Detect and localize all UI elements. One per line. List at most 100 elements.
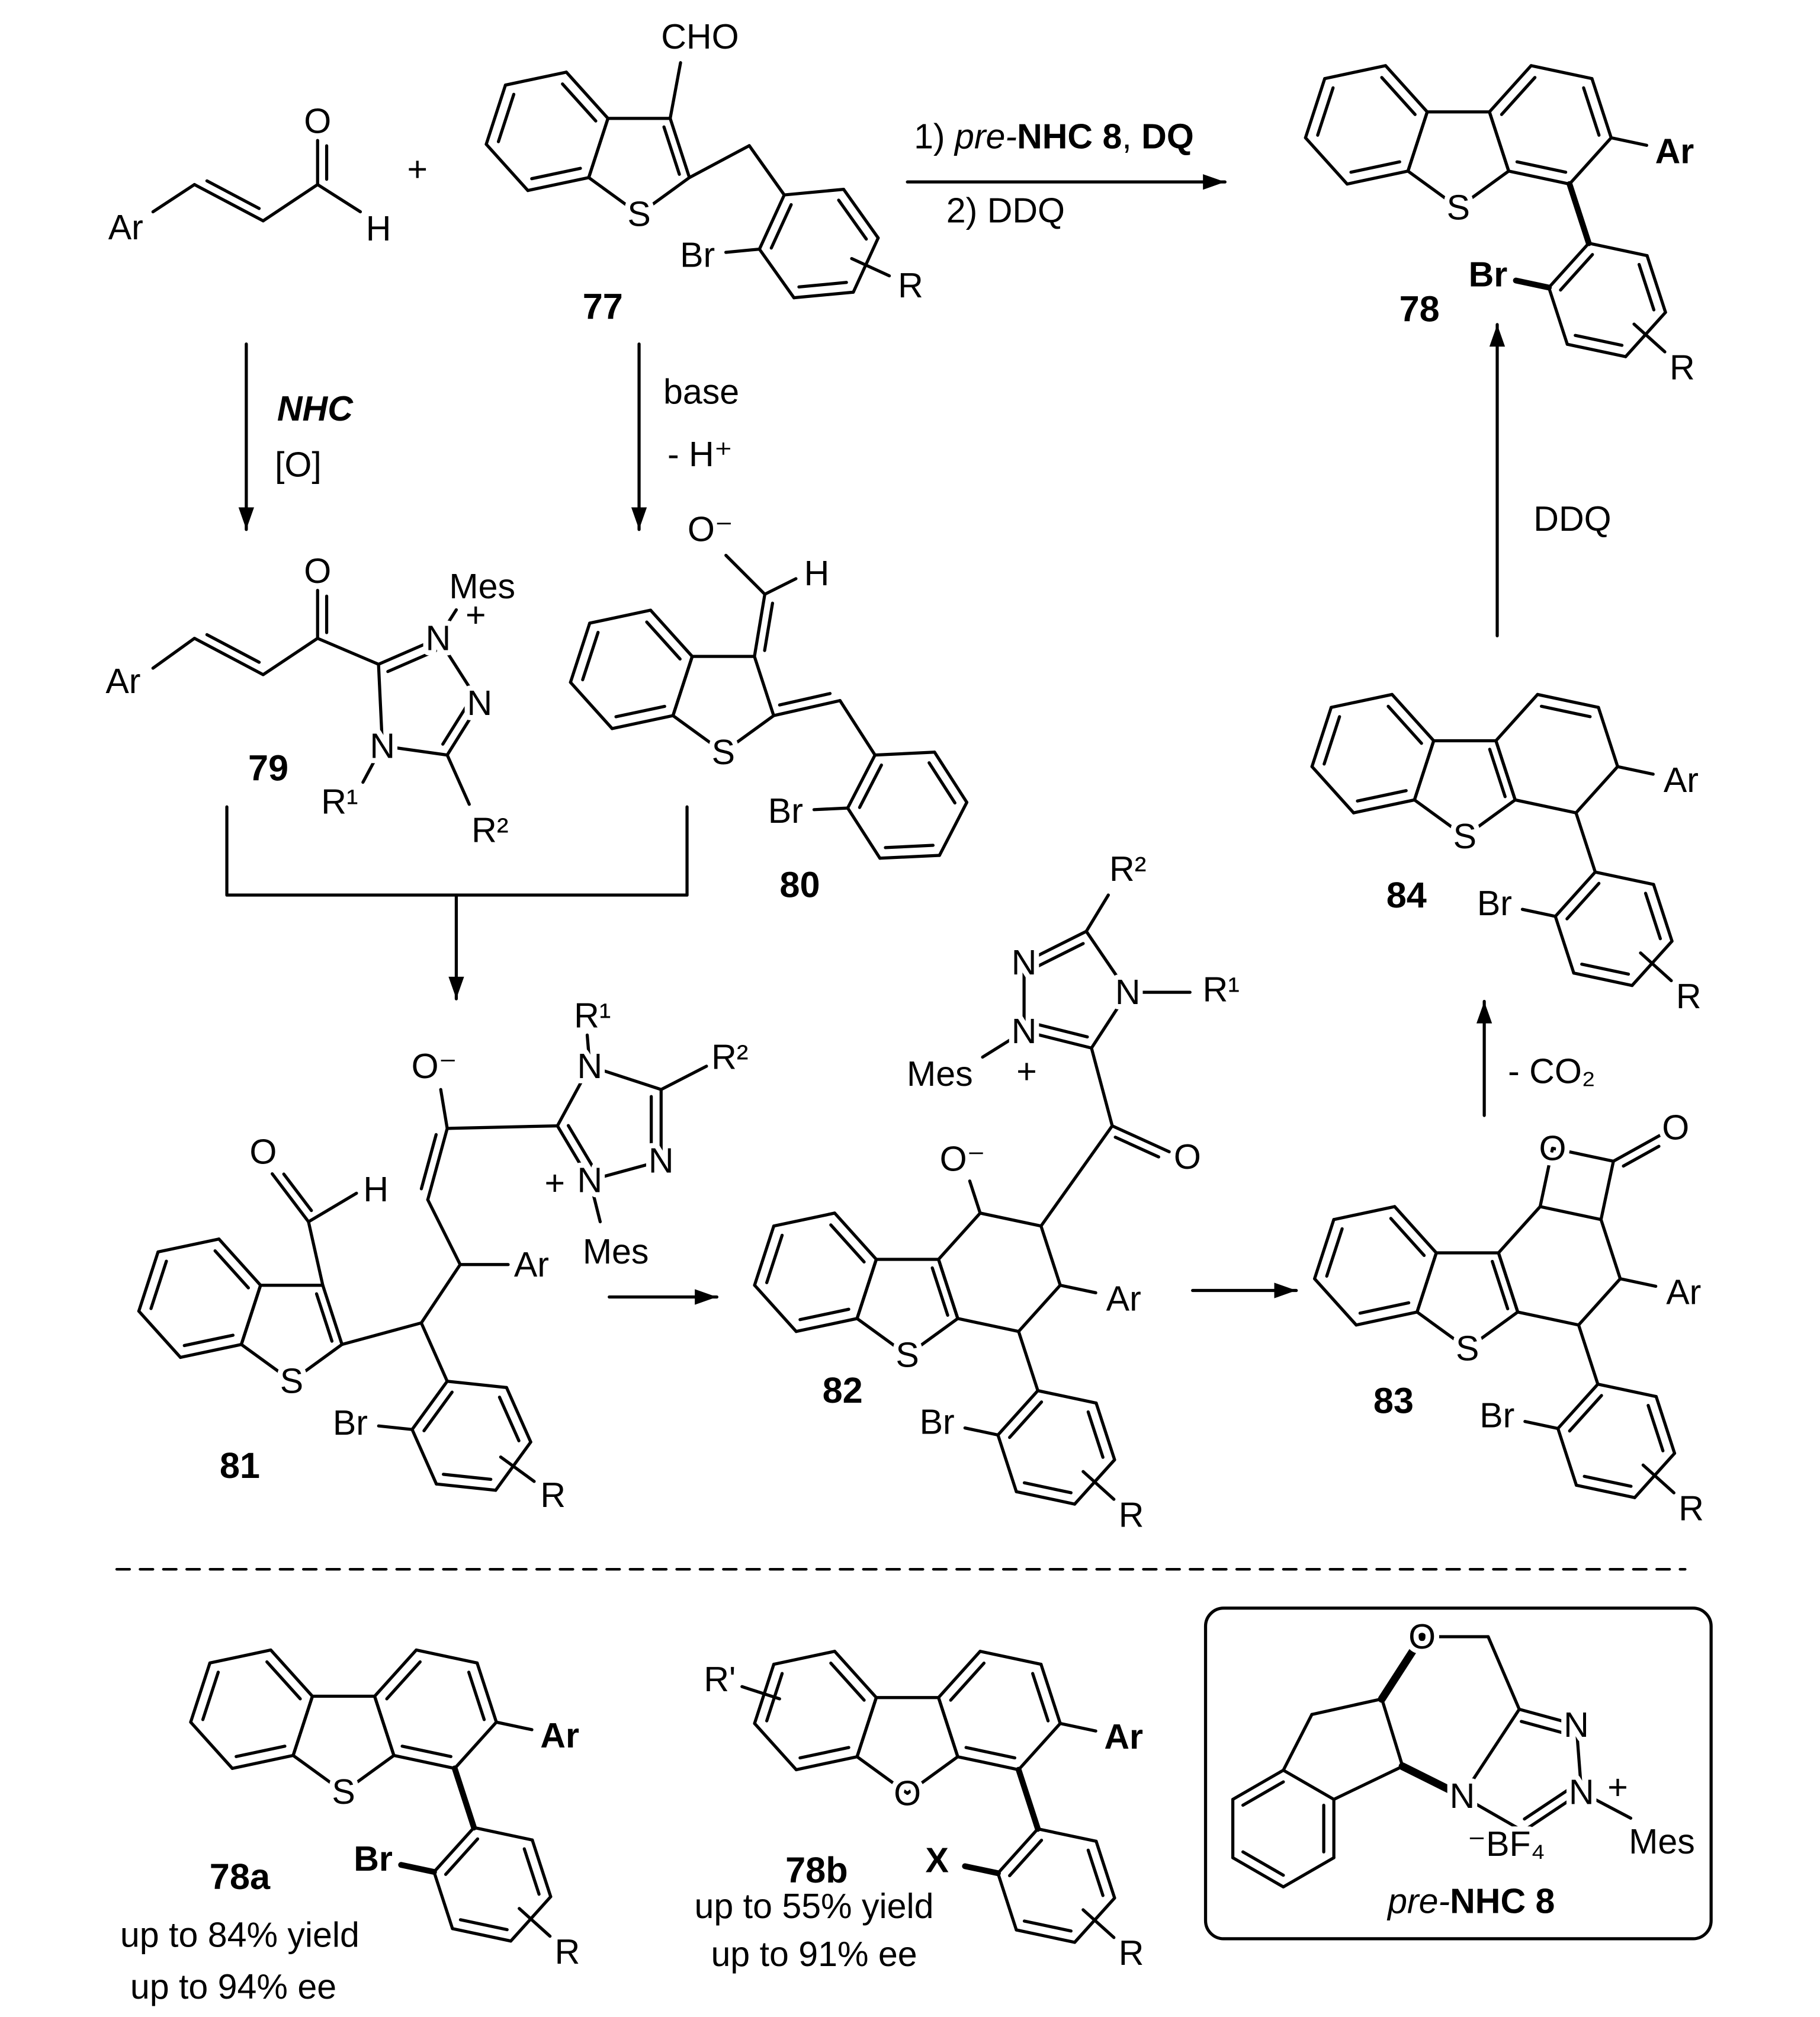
nitrogen: N <box>1012 943 1037 982</box>
bond <box>436 608 458 640</box>
bond <box>1612 1133 1662 1163</box>
c77-five-ring <box>637 176 691 216</box>
c83-aryl-halogen: Br <box>1479 1396 1514 1435</box>
c82-right-ring <box>937 1211 982 1261</box>
c77-aryl-ring <box>757 193 786 251</box>
c84-aryl-ring <box>1652 883 1674 943</box>
c83-five-ring <box>1415 1310 1469 1351</box>
double-bond <box>282 1172 313 1213</box>
c83-benzo-ring-double <box>1389 1217 1426 1258</box>
bond <box>1487 1635 1521 1711</box>
c82-five-ring-double <box>930 1266 949 1317</box>
c78-benzo-ring-double <box>1316 86 1335 137</box>
nitrogen: N <box>1564 1705 1589 1745</box>
c77-aryl-r-bond <box>850 256 891 278</box>
c83-aryl-ring-double <box>1646 1403 1665 1452</box>
c82-benzo-ring-double <box>829 1223 866 1264</box>
c84-aryl-group: Ar <box>1664 761 1699 800</box>
bond <box>340 1321 423 1346</box>
c81-benzo-ring <box>137 1250 160 1313</box>
oxygen: O <box>1408 1617 1436 1656</box>
c77-benzo-ring <box>503 70 568 87</box>
lactone-bond <box>1551 1146 1615 1163</box>
c81-benzo-ring <box>137 1309 182 1359</box>
c80-benzo-ring <box>588 608 653 625</box>
c78b-aryl-r-group: R <box>1119 1933 1144 1973</box>
c83-aryl-bond <box>1577 1323 1600 1386</box>
nitrogen: N <box>1115 973 1141 1012</box>
c77-benzo-ring <box>484 83 508 146</box>
c78-benzo-ring-double <box>1380 76 1417 116</box>
c82-aryl-ring <box>996 1433 1018 1493</box>
c80-aryl-ring-double <box>858 763 883 809</box>
c83-right-ring <box>1577 1277 1622 1327</box>
c84-benzo-ring <box>1310 706 1333 768</box>
counterion: ⁻BF₄ <box>1468 1824 1545 1864</box>
c80-five-ring <box>721 714 775 754</box>
indane-benzene-double <box>1241 1780 1285 1807</box>
c82-right-ring <box>937 1258 959 1320</box>
oxygen: O <box>304 101 331 140</box>
c83-five-ring <box>1466 1310 1520 1351</box>
c81-aryl-ring-double <box>497 1396 521 1442</box>
bond <box>307 1191 358 1224</box>
c78a-right-ring <box>415 1648 479 1665</box>
text-part: pre- <box>954 117 1017 156</box>
c78-right-ring-double <box>1515 160 1568 174</box>
hydrogen: H <box>804 554 830 593</box>
c82-triazolium-double <box>1032 942 1085 970</box>
c80-aryl-ring <box>938 800 969 857</box>
c80-aryl-ring-double <box>927 761 956 805</box>
c81-triazolium <box>588 1064 663 1091</box>
c84-aryl-ring-double <box>1644 892 1662 941</box>
c79-triazolium <box>377 636 440 666</box>
c78a-benzo-ring <box>230 1753 295 1770</box>
c78b-benzo-ring <box>753 1721 798 1772</box>
c78a-aryl-ring-double <box>522 1847 541 1896</box>
c78-right-ring <box>1590 77 1613 140</box>
bond <box>1332 1765 1404 1801</box>
c81-aryl-ring-double <box>441 1473 493 1481</box>
c83-aryl-ring <box>1556 1383 1600 1431</box>
c80-benzo-ring-double <box>645 620 682 661</box>
charge: + <box>1016 1052 1037 1091</box>
compound-number-82: 82 <box>823 1370 863 1410</box>
c78b-aryl-ring <box>996 1827 1039 1875</box>
bond <box>439 1088 449 1130</box>
c82-triazolium <box>1022 1030 1093 1050</box>
catalyst-triazolium <box>1461 1794 1525 1833</box>
conditions-line-2: 2) DDQ <box>946 191 1065 230</box>
c83-right-ring <box>1538 1205 1603 1221</box>
conditions-line-1: 1) pre-NHC 8, DQ <box>914 117 1194 156</box>
r1-group: R¹ <box>1203 970 1240 1009</box>
c78b-aryl-ring <box>1036 1827 1098 1843</box>
c82-triazolium <box>1090 990 1129 1050</box>
bond <box>426 1127 449 1201</box>
r-prime-group: R' <box>704 1660 736 1699</box>
c78a-benzo-ring <box>208 1648 272 1665</box>
c78-aryl-ring <box>1587 241 1649 258</box>
c78a-aryl-halogen: Br <box>354 1839 393 1878</box>
catalyst-triazolium-double <box>1520 1720 1569 1736</box>
c77-benzo-ring <box>587 117 610 179</box>
c78a-aryl-ring <box>531 1838 553 1899</box>
bond <box>1380 1697 1404 1768</box>
catalyst-box <box>1203 1606 1713 1941</box>
c78b-right-ring-double <box>949 1662 986 1702</box>
catalyst-triazolium <box>1522 1790 1583 1833</box>
text-part: NHC 8 <box>1450 1881 1555 1920</box>
nitrogen: N <box>425 619 451 658</box>
bond <box>1310 1697 1384 1716</box>
c82-aryl-ring <box>1094 1401 1116 1461</box>
c82-aryl-r-group: R <box>1119 1495 1144 1534</box>
bond-layer <box>115 61 1713 1944</box>
c78-right-ring <box>1529 64 1594 81</box>
yield-78b: up to 55% yield <box>695 1887 934 1926</box>
bond <box>445 753 471 806</box>
c78-aryl-halogen: Br <box>1469 255 1508 294</box>
c77-five-ring <box>587 176 641 216</box>
c78b-aryl-ring <box>1094 1839 1116 1900</box>
r-prime-bond <box>740 1685 781 1701</box>
bond <box>192 182 265 223</box>
c84-aryl-ring <box>1593 870 1655 886</box>
